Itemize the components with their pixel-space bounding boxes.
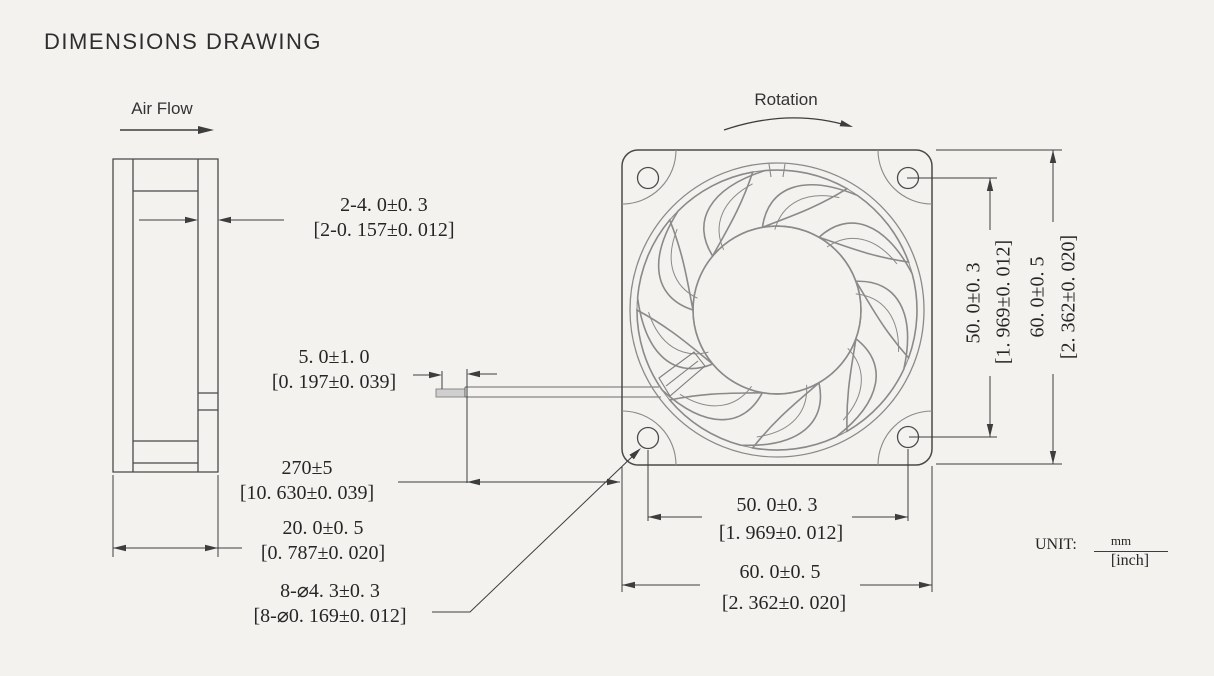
dim-wire-length-text: 270±5 [10. 630±0. 039] [240,456,374,506]
fan-hub [692,225,862,395]
rotation-arrow [723,117,853,131]
dim-inch-value: [10. 630±0. 039] [239,482,375,504]
unit-denominator: [inch] [1110,552,1150,569]
venturi-ring [629,162,925,458]
page-title: DIMENSIONS DRAWING [44,29,322,54]
unit-label: UNIT: [1035,536,1077,553]
dim-hole-pitch-horizontal [647,449,909,521]
wire-channel [658,351,706,397]
dim-lead-strip-text: 5. 0±1. 0 [0. 197±0. 039] [272,345,396,395]
dim-hole-pitch-horizontal-mm: 50. 0±0. 3 [736,494,818,516]
dim-frame-height-mm: 60. 0±0. 5 [1026,256,1049,338]
lead-wires [435,386,661,398]
mounting-hole-bottom-left [636,426,660,450]
mounting-hole-top-left [636,166,660,190]
dim-frame-width-mm: 60. 0±0. 5 [739,561,821,583]
unit-fraction-bar [1094,551,1168,552]
dim-lead-strip [413,369,497,483]
dim-inch-value: [0. 787±0. 020] [260,542,386,564]
fan-frame [621,149,933,466]
air-flow-label: Air Flow [131,99,193,118]
dim-mm-value: 8-⌀4. 3±0. 3 [280,580,380,602]
unit-numerator: mm [1110,533,1132,548]
corner-pads [621,149,933,466]
dim-frame-height [936,149,1062,465]
dim-hole-pitch-horizontal-inch: [1. 969±0. 012] [718,522,844,544]
dim-hole-pitch-vertical-mm: 50. 0±0. 3 [962,262,985,344]
dim-frame-width-inch: [2. 362±0. 020] [721,592,847,614]
rotation-label: Rotation [754,90,818,109]
dim-mm-value: 2-4. 0±0. 3 [340,194,428,216]
dim-hole-pitch-vertical-inch: [1. 969±0. 012] [992,239,1015,365]
dim-frame-depth [112,475,242,557]
dim-inch-value: [2-0. 157±0. 012] [313,219,455,241]
air-flow-arrow [120,126,214,134]
dim-frame-width [621,466,933,592]
dim-mm-value: 270±5 [281,457,333,479]
dim-inch-value: [8-⌀0. 169±0. 012] [253,605,407,627]
dim-mm-value: 5. 0±1. 0 [298,346,370,368]
dim-flange-thickness-text: 2-4. 0±0. 3 [2-0. 157±0. 012] [314,193,455,243]
dim-inch-value: [0. 197±0. 039] [271,371,397,393]
side-view [112,158,219,473]
dim-frame-height-inch: [2. 362±0. 020] [1057,234,1080,360]
dim-mm-value: 20. 0±0. 5 [282,517,364,539]
dim-mounting-holes-text: 8-⌀4. 3±0. 3 [8-⌀0. 169±0. 012] [254,579,407,629]
dim-frame-depth-text: 20. 0±0. 5 [0. 787±0. 020] [261,516,385,566]
dim-wire-length [398,478,620,486]
fan-blades [636,169,918,451]
dim-flange-thickness-leader [139,216,284,224]
dim-mounting-holes-leader [432,448,641,613]
dim-hole-pitch-vertical [907,177,997,438]
front-view [621,149,933,466]
